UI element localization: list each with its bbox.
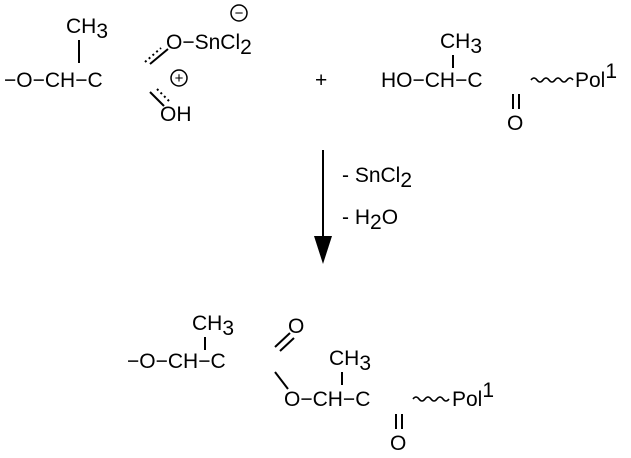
product-carbonyl-o-1: O: [288, 315, 304, 338]
product: CH3 −O−CH−C O CH3 O−CH−C Pol1 O: [127, 312, 494, 455]
product-carbonyl-o-2: O: [390, 432, 406, 455]
reactant-1: CH3 −O−CH−C O−SnCl2 − + OH: [4, 4, 252, 126]
product-carbonyl1-bond-1: [274, 332, 291, 348]
product-carbonyl1-bond-2: [279, 337, 295, 352]
byproduct-water: - H2O: [342, 206, 398, 234]
reaction-arrow: [314, 150, 332, 264]
product-ester-chain: O−CH−C: [284, 388, 370, 411]
reactant1-coh-bond-dashed: [156, 88, 170, 102]
reactant1-coh-bond: [149, 91, 165, 107]
reactant2-polymer: Pol1: [575, 60, 617, 92]
byproduct-sncl2: - SnCl2: [342, 164, 412, 192]
product-polymer: Pol1: [452, 379, 494, 411]
reactant1-hydroxyl: OH: [160, 103, 192, 126]
reactant1-co-bond-dashed: [144, 47, 162, 63]
product-wavy-bond: [412, 396, 450, 402]
plus-sign: +: [315, 69, 327, 92]
reactant2-wavy-bond: [530, 77, 574, 83]
reactant-2: CH3 HO−CH−C Pol1 O: [381, 30, 617, 135]
product-ester-bond: [274, 371, 289, 390]
reactant2-carbonyl-o: O: [507, 112, 523, 135]
reactant1-methyl: CH3: [66, 15, 108, 43]
product-main-chain: −O−CH−C: [127, 350, 226, 373]
arrow-head: [314, 236, 332, 264]
reactant2-methyl: CH3: [440, 30, 482, 58]
reactant1-ester-o: O−SnCl2: [166, 31, 252, 59]
reactant1-anion-circle: [230, 4, 248, 22]
reactant1-cation-charge: +: [175, 70, 184, 87]
reactant1-anion-charge: −: [235, 5, 244, 22]
product-methyl-1: CH3: [192, 312, 234, 340]
reactant1-cation-circle: [170, 69, 188, 87]
reactant2-main-chain: HO−CH−C: [381, 69, 483, 92]
reactant1-co-bond: [149, 48, 169, 65]
product-methyl-2: CH3: [329, 347, 371, 375]
reactant1-main-chain: −O−CH−C: [4, 69, 103, 92]
